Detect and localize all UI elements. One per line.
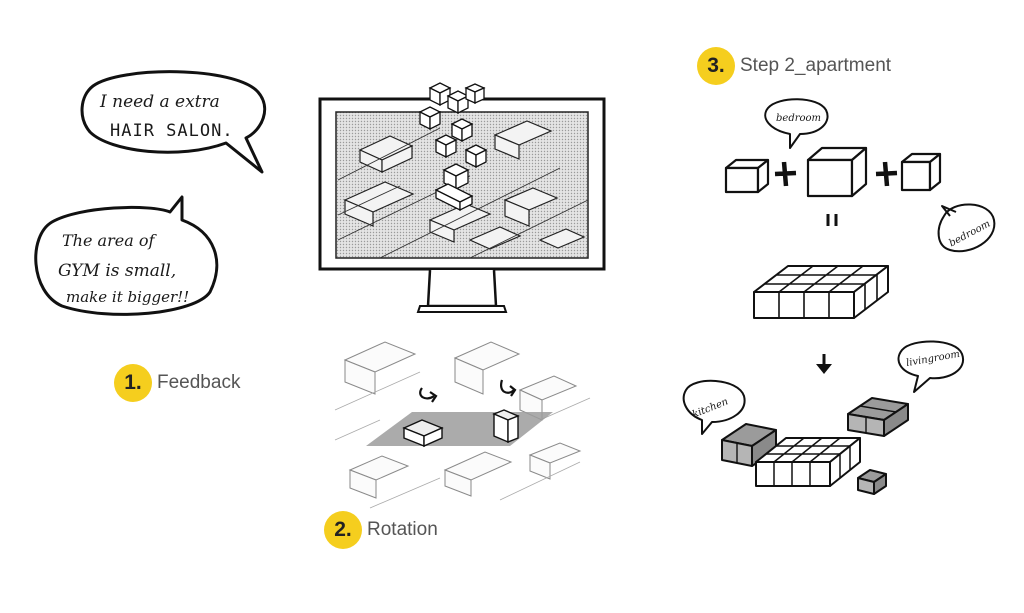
gray-block-livingroom	[847, 397, 909, 437]
rotation-gray-plane	[366, 412, 553, 446]
speech-bubble-gym: The area of GYM is small, make it bigger…	[34, 195, 219, 316]
step-label: Feedback	[157, 372, 241, 393]
cube-right	[900, 152, 942, 192]
apartment-sketch: bedroom bedroom	[682, 98, 996, 495]
equals-vertical	[826, 214, 838, 226]
step-rotation: 2. Rotation	[324, 511, 438, 549]
cube-left	[724, 158, 770, 194]
plus-sign-2	[875, 161, 898, 187]
apartment-grid-block	[753, 265, 889, 319]
step-number-badge: 3.	[697, 47, 735, 85]
monitor-sketch	[318, 82, 606, 313]
step-feedback: 1. Feedback	[114, 364, 240, 402]
rotation-sketch	[334, 341, 591, 509]
speech-bubble-hair-salon: I need a extra HAIR SALON.	[80, 70, 267, 174]
bubble-bedroom-top: bedroom	[764, 98, 829, 149]
label-bedroom-top: bedroom	[776, 113, 821, 124]
bubble-kitchen: kitchen	[682, 379, 746, 435]
rotated-blocks	[402, 409, 520, 448]
rotation-arrows	[419, 379, 517, 403]
cube-middle	[806, 146, 868, 198]
gray-block-small	[857, 469, 887, 495]
apartment-grid-block-bottom	[755, 437, 861, 487]
screen-city-blocks	[343, 120, 586, 250]
step-label: Step 2_apartment	[740, 55, 892, 76]
plus-sign-1	[774, 161, 797, 187]
gray-block-kitchen	[721, 423, 777, 467]
step-number-badge: 1.	[114, 364, 152, 402]
bubble-top-line2: HAIR SALON.	[110, 121, 234, 141]
step-apartment: 3. Step 2_apartment	[697, 47, 891, 85]
bubble-top-line1: I need a extra	[99, 92, 220, 112]
bubble-bottom-line1: The area of	[62, 231, 157, 250]
bubble-bottom-line2: GYM is small,	[58, 261, 176, 281]
bubble-bottom-line3: make it bigger!!	[66, 288, 189, 306]
bubble-bedroom-right: bedroom	[937, 203, 996, 253]
step-number-badge: 2.	[324, 511, 362, 549]
down-arrow	[816, 354, 832, 374]
step-label: Rotation	[367, 519, 438, 540]
cube-cluster	[418, 82, 488, 212]
bubble-livingroom: livingroom	[897, 340, 965, 393]
